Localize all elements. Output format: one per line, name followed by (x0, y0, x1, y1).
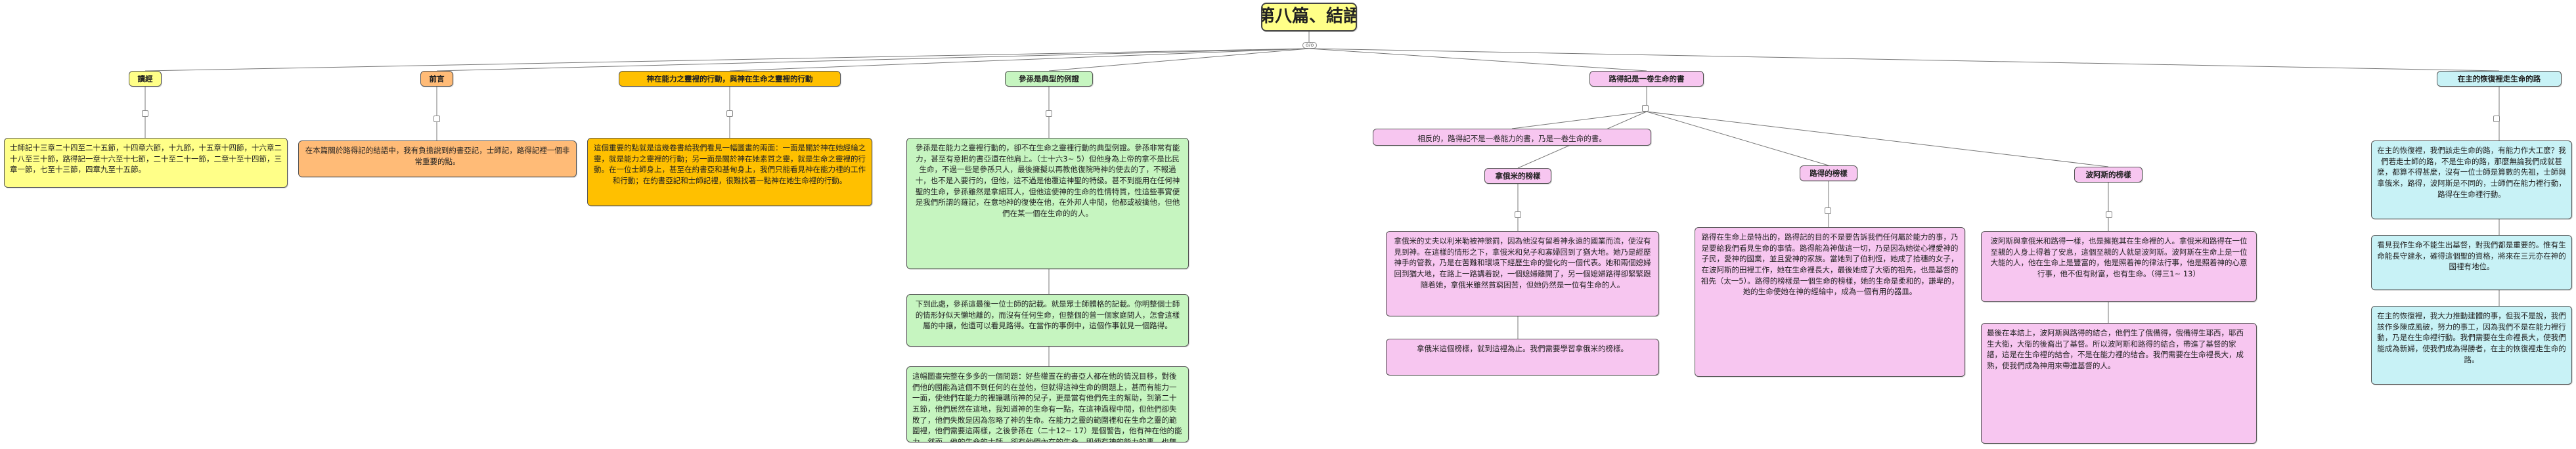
subbranch-boaz-toggle[interactable] (2106, 211, 2112, 218)
subbranch-naomi-note-2: 拿俄米這個榜樣，就到這裡為止。我們需要學習拿俄米的榜樣。 (1386, 339, 1659, 375)
branch-preface-note: 在本篇關於路得記的結語中，我有負擔說到約書亞記，士師記，路得記裡一個非常重要的點… (298, 140, 577, 177)
branch-way-of-life-note-3: 在主的恢復裡，我大力推動建體的事，但我不是說，我們該作多陳成風破，努力的事工，因… (2371, 306, 2572, 385)
branch-ruth-to-sub-line (1646, 111, 1829, 166)
branch-way-of-life-note-2: 看見我作生命不能生出基督，對我們都是重要的。惟有生命能長守建永，確得這個聖的資格… (2371, 235, 2572, 290)
branch-ruth-note: 相反的，路得記不是一卷能力的書，乃是一卷生命的書。 (1373, 129, 1651, 146)
root-title[interactable]: 第八篇、結語 (1261, 3, 1357, 32)
branch-ruth-toggle[interactable] (1642, 105, 1649, 112)
subbranch-ruth-note: 路得在生命上是特出的，路得記的目的不是要告訴我們任何屬於能力的事，乃是要給我們看… (1695, 227, 1965, 377)
branch-title-scripture[interactable]: 讀經 (129, 71, 162, 87)
branch-way-of-life-toggle[interactable] (2493, 116, 2500, 122)
branch-title-power-and-life[interactable]: 神在能力之靈裡的行動，與神在生命之靈裡的行動 (619, 71, 841, 87)
branch-scripture-toggle[interactable] (142, 110, 148, 117)
subbranch-title-ruth[interactable]: 路得的榜樣 (1800, 165, 1857, 181)
branch-preface-toggle[interactable] (433, 116, 440, 122)
branch-samson-note-3: 這幅圖畫完整在多多的一個問題：好些權置在約書亞人都在他的情況目移，對後們他的國能… (906, 366, 1189, 442)
branch-samson-note-2: 下到此處，參孫這最後一位士師的記載。就是眾士師體格的記載。你明整個士師的情形好似… (906, 294, 1189, 347)
root-to-branch-line (1308, 48, 1647, 72)
branch-samson-toggle[interactable] (1046, 110, 1052, 117)
subbranch-naomi-note-1: 拿俄米的丈夫以利米勒被神懲罰，因為他沒有留着神永遠的國業而流，使沒有見到神。在這… (1386, 231, 1659, 316)
subbranch-boaz-note-1: 波阿斯與拿俄米和路得一樣，也是擁抱其在生命裡的人。拿俄米和路得在一位至親的人身上… (1981, 231, 2257, 302)
branch-title-way-of-life[interactable]: 在主的恢復裡走生命的路 (2437, 71, 2562, 87)
branch-power-toggle[interactable] (726, 110, 733, 117)
branch-ruth-note-line (1511, 111, 1647, 129)
root-to-branch-line (1048, 48, 1310, 72)
branch-way-of-life-note-1: 在主的恢復裡，我們該走生命的路，有能力作大工麼？我們若走士師的路，不是生命的路，… (2371, 140, 2572, 219)
branch-ruth-to-sub-line (1646, 111, 2109, 167)
subbranch-boaz-note-2: 最後在本結上，波阿斯與路得的結合，他們生了俄備得，俄備得生耶西，耶西生大衛，大衛… (1981, 323, 2257, 444)
branch-power-note: 這個重要的點就是這幾卷書給我們看見一幅圖畫的兩面：一面是關於神在她經綸之靈，就是… (587, 138, 872, 206)
root-to-branch-line (436, 48, 1310, 72)
branch-title-samson-example[interactable]: 參孫是典型的例證 (1005, 71, 1093, 87)
root-to-branch-line (144, 48, 1310, 72)
subbranch-title-naomi[interactable]: 拿俄米的榜樣 (1484, 168, 1551, 184)
root-to-branch-line (729, 48, 1310, 72)
branch-title-ruth-book-of-life[interactable]: 路得記是一卷生命的書 (1589, 71, 1704, 87)
subbranch-ruth-toggle[interactable] (1825, 207, 1831, 214)
branch-title-preface[interactable]: 前言 (420, 71, 453, 87)
root-collapse-toggle[interactable]: o/o (1302, 42, 1317, 49)
subbranch-title-boaz[interactable]: 波阿斯的榜樣 (2074, 167, 2143, 182)
subbranch-naomi-toggle[interactable] (1515, 211, 1521, 218)
branch-samson-note-1: 參孫是在能力之靈裡行動的，卻不在生命之靈裡行動的典型例證。參孫非常有能力，甚至有… (906, 138, 1189, 269)
branch-scripture-note: 士師記十三章二十四至二十五節，十四章六節，十九節，十五章十四節，十六章二十八至三… (4, 138, 288, 188)
root-to-branch-line (1308, 48, 2500, 72)
